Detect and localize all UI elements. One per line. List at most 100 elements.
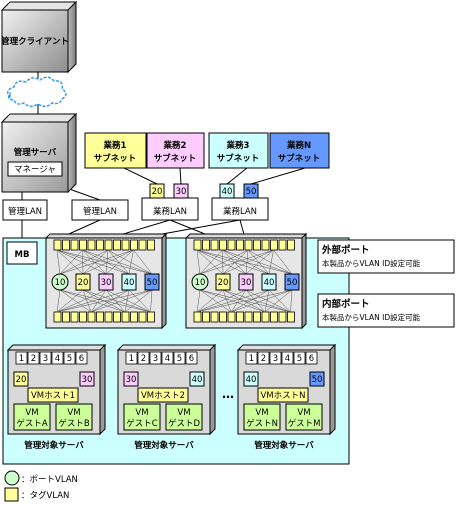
tag-vlan-square <box>284 273 300 291</box>
tag-vlan-square <box>75 273 91 291</box>
external-port-callout: 外部ポート 本製品からVLAN ID設定可能 <box>317 239 455 274</box>
manager-label: マネージャ <box>14 165 56 175</box>
vm-host-label: VMホスト1 <box>31 391 75 401</box>
vlan-label: 10 <box>55 278 66 288</box>
svg-text:VM: VM <box>255 408 268 418</box>
tag-vlan-left <box>123 371 139 387</box>
nic-port <box>257 351 270 365</box>
vlan-label: 20 <box>78 278 89 288</box>
legend-square-icon <box>4 487 19 502</box>
external-port <box>227 239 236 251</box>
internal-port <box>113 311 121 323</box>
external-port <box>87 239 96 251</box>
internal-port <box>278 311 287 323</box>
internal-port <box>227 311 236 323</box>
svg-text:業務3: 業務3 <box>226 140 250 151</box>
svg-text:ゲストB: ゲストB <box>58 418 90 429</box>
legend-port-vlan: ：ポートVLAN <box>21 475 78 485</box>
svg-text:1: 1 <box>249 354 254 364</box>
tag-vlan-right <box>79 371 95 387</box>
svg-text:ゲストN: ゲストN <box>246 418 278 429</box>
business-subnet-3: 業務3 サブネット <box>208 132 269 169</box>
nic-port <box>269 351 282 365</box>
svg-text:VM: VM <box>135 408 148 418</box>
svg-text:6: 6 <box>79 354 84 364</box>
vlan-label: 30 <box>241 278 252 288</box>
svg-text:6: 6 <box>309 354 314 364</box>
management-server-label: 管理サーバ <box>14 147 57 158</box>
internal-port <box>236 311 244 323</box>
vlan-label: 50 <box>287 278 298 288</box>
svg-text:2: 2 <box>141 354 146 364</box>
tag-vlan-square <box>98 273 114 291</box>
nic-port <box>293 351 306 365</box>
nic-port <box>137 351 150 365</box>
svg-text:40: 40 <box>222 187 233 197</box>
nic-port <box>161 351 174 365</box>
external-port <box>219 239 227 251</box>
business-subnet-1: 業務1 サブネット <box>84 132 147 169</box>
svg-text:4: 4 <box>55 354 60 364</box>
svg-text:業務N: 業務N <box>286 140 311 151</box>
external-port <box>138 239 147 251</box>
tag-vlan-right <box>309 371 325 387</box>
svg-text:40: 40 <box>192 375 203 385</box>
external-port <box>202 239 210 251</box>
internal-port <box>270 311 278 323</box>
vlan-label: 40 <box>264 278 275 288</box>
port-vlan-circle <box>191 273 209 291</box>
vm-guest <box>165 403 203 431</box>
external-port <box>147 239 155 251</box>
management-lan-left: 管理LAN <box>8 206 42 217</box>
external-port <box>261 239 270 251</box>
external-port <box>113 239 121 251</box>
svg-text:30: 30 <box>82 375 93 385</box>
svg-text:業務LAN: 業務LAN <box>223 206 257 217</box>
svg-text:3: 3 <box>273 354 278 364</box>
svg-text:サブネット: サブネット <box>217 153 260 164</box>
svg-text:VM: VM <box>297 408 310 418</box>
tag-vlan-square <box>215 273 231 291</box>
business-subnet-2: 業務2 サブネット <box>146 132 205 169</box>
external-port <box>278 239 287 251</box>
nic-port <box>245 351 258 365</box>
svg-text:3: 3 <box>43 354 48 364</box>
vm-host <box>27 387 79 403</box>
legend: ：ポートVLAN ：タグVLAN <box>4 470 78 502</box>
nic-port <box>63 351 76 365</box>
vm-host-label: VMホストN <box>260 391 305 401</box>
managed-server-label: 管理対象サーバ <box>134 440 194 451</box>
internal-port <box>219 311 227 323</box>
nic-port <box>305 351 318 365</box>
svg-text:ゲストC: ゲストC <box>126 418 158 429</box>
business-subnet-n: 業務N サブネット <box>269 132 330 169</box>
nic-port <box>75 351 88 365</box>
tag-vlan-right <box>189 371 205 387</box>
svg-text:30: 30 <box>126 375 137 385</box>
svg-text:20: 20 <box>16 375 27 385</box>
internal-port <box>138 311 147 323</box>
external-port <box>70 239 79 251</box>
tag-vlan-square <box>121 273 137 291</box>
internal-port <box>70 311 79 323</box>
svg-text:5: 5 <box>67 354 72 364</box>
svg-text:1: 1 <box>19 354 24 364</box>
external-port <box>270 239 278 251</box>
business-lan-2: 業務LAN 40 50 <box>211 183 269 221</box>
internal-port <box>62 311 70 323</box>
svg-text:業務LAN: 業務LAN <box>153 206 187 217</box>
svg-text:MB: MB <box>15 250 30 260</box>
vlan-label: 50 <box>147 278 158 288</box>
svg-text:2: 2 <box>31 354 36 364</box>
nic-port <box>185 351 198 365</box>
external-port <box>287 239 295 251</box>
legend-circle-icon <box>4 470 20 486</box>
business-subnets: 業務1 サブネット 業務2 サブネット 業務3 サブネット 業務N サブネット <box>84 132 330 169</box>
internal-port <box>287 311 295 323</box>
management-lan-right: 管理LAN <box>83 206 117 217</box>
